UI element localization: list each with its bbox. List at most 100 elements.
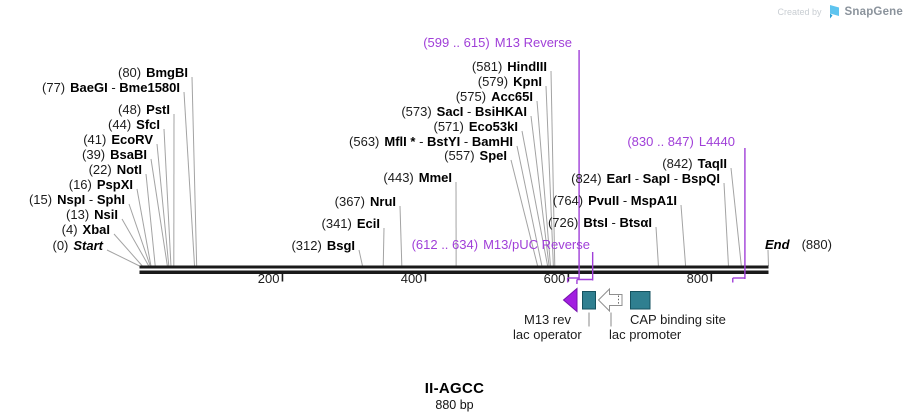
enzyme-name: Acc65I [491,89,533,104]
enzyme-name: SphI [96,192,125,207]
enzyme-name: PvuII [588,193,620,208]
primer-name: M13/pUC Reverse [483,237,590,252]
feature-lac-promoter[interactable] [597,287,623,313]
enzyme-site-label-sfci[interactable]: (44)SfcI [108,118,160,131]
enzyme-site-label-nspi[interactable]: (15)NspI - SphI [29,193,125,206]
enzyme-name: BsiHKAI [474,104,527,119]
enzyme-site-label-taqii[interactable]: (842)TaqII [662,157,727,170]
snapgene-flag-icon [829,5,839,19]
primer-name: L4440 [698,134,735,149]
site-position: (41) [83,132,107,147]
feature-lac-operator[interactable] [582,291,596,310]
leader-line [655,226,659,267]
primer-label-l4440[interactable]: (830 .. 847) L4440 [627,135,735,148]
enzyme-site-label-mmei[interactable]: (443)MmeI [383,171,452,184]
leader-line [723,182,729,267]
sequence-line-bottom [139,270,769,274]
enzyme-site-label-hindiii[interactable]: (581)HindIII [472,60,547,73]
leader-line [536,100,551,267]
end-text: End [765,237,790,252]
separator: - [85,192,97,207]
enzyme-name: BspQI [681,171,720,186]
enzyme-name: BaeGI [70,80,108,95]
site-position: (367) [334,194,365,209]
site-position: (312) [291,238,322,253]
site-position: (575) [455,89,487,104]
enzyme-name: Bme1580I [119,80,180,95]
enzyme-site-label-bmgbi[interactable]: (80) BmgBI [118,66,188,79]
feature-cap-binding-site[interactable] [630,291,651,310]
enzyme-site-label-bsabi[interactable]: (39)BsaBI [82,148,147,161]
enzyme-site-label-noti[interactable]: (22)NotI [89,163,142,176]
enzyme-site-label-acc65i[interactable]: (575) Acc65I [456,90,533,103]
enzyme-name: BamHI [471,134,513,149]
enzyme-site-label-baegi[interactable]: (77)BaeGI - Bme1580I [42,81,180,94]
enzyme-site-label-nrui[interactable]: (367)NruI [335,195,396,208]
enzyme-site-label-pvuii[interactable]: (764)PvuII - MspA1I [553,194,677,207]
site-position: (880) [801,237,832,252]
leader-line [382,227,385,267]
enzyme-site-label-ecorv[interactable]: (41) EcoRV [83,133,153,146]
leader-line [680,204,687,267]
leader-line [136,188,152,267]
enzyme-site-label-pspxi[interactable]: (16)PspXI [69,178,133,191]
enzyme-site-label-psti[interactable]: (48)PstI [118,103,170,116]
end-label: End (880) [765,238,832,251]
leader-line [191,76,198,267]
leader-line [150,158,168,267]
separator: - [631,171,643,186]
feature-name: CAP binding site [630,312,726,327]
site-position: (563) [349,134,380,149]
leader-line [183,91,196,267]
enzyme-site-label-kpni[interactable]: (579)KpnI [478,75,542,88]
created-by-text: Created by [777,7,822,17]
primer-range: (830 .. 847) [627,134,694,149]
enzyme-site-label-eco53ki[interactable]: (571)Eco53kI [433,120,518,133]
site-position: (15) [28,192,53,207]
site-position: (48) [118,102,142,117]
enzyme-site-label-spei[interactable]: (557)SpeI [444,149,507,162]
enzyme-name: BsgI [326,238,355,253]
enzyme-name: BmgBI [146,65,188,80]
leader-line [128,203,151,267]
site-position: (13) [66,207,90,222]
enzyme-site-label-saci[interactable]: (573)SacI - BsiHKAI [401,105,527,118]
ruler-tick-label: 400 [401,272,423,285]
enzyme-name: EciI [356,216,380,231]
site-position: (80) [117,65,142,80]
leader-line [767,249,769,267]
enzyme-site-label-bsgi[interactable]: (312) BsgI [291,239,355,252]
enzyme-name: BstYI [427,134,461,149]
enzyme-name: SpeI [479,148,507,163]
enzyme-name: NsiI [94,207,118,222]
feature-label-lac-promoter[interactable]: lac promoter [609,328,681,341]
enzyme-name: MspA1I [630,193,677,208]
enzyme-name: BtsαI [619,215,652,230]
enzyme-site-label-eari[interactable]: (824)EarI - SapI - BspQI [571,172,720,185]
enzyme-site-label-nsii[interactable]: (13) NsiI [66,208,118,221]
tick-text: 200 [257,271,280,286]
tick-text: 600 [543,271,566,286]
enzyme-name: SacI [436,104,464,119]
enzyme-name: BsaBI [110,147,147,162]
enzyme-name: TaqII [697,156,727,171]
site-position: (571) [433,119,464,134]
start-text: Start [73,238,103,253]
enzyme-site-label-ecii[interactable]: (341)EciI [322,217,380,230]
enzyme-site-label-xbai[interactable]: (4)XbaI [62,223,110,236]
enzyme-site-label-btsi[interactable]: (726)BtsI - BtsαI [548,216,652,229]
ruler-tick-label: 800 [687,272,709,285]
primer-range: (612 .. 634) [411,237,479,252]
primer-label-m13-puc-reverse[interactable]: (612 .. 634) M13/pUC Reverse [412,238,590,251]
enzyme-name: EcoRV [111,132,153,147]
sequence-title: II-AGCC [424,380,485,397]
feature-label-lac-operator[interactable]: lac operator [513,328,582,341]
feature-m13-rev[interactable] [562,287,578,313]
feature-label-m13-rev[interactable]: M13 rev [524,313,571,326]
primer-name: M13 Reverse [494,35,572,50]
primer-label-m13-reverse[interactable]: (599 .. 615)M13 Reverse [423,36,572,49]
enzyme-site-label-mfli[interactable]: (563)MflI * - BstYI - BamHI [349,135,513,148]
enzyme-name: BtsI [583,215,608,230]
site-position: (22) [88,162,112,177]
feature-label-cap-binding-site[interactable]: CAP binding site [630,313,726,326]
